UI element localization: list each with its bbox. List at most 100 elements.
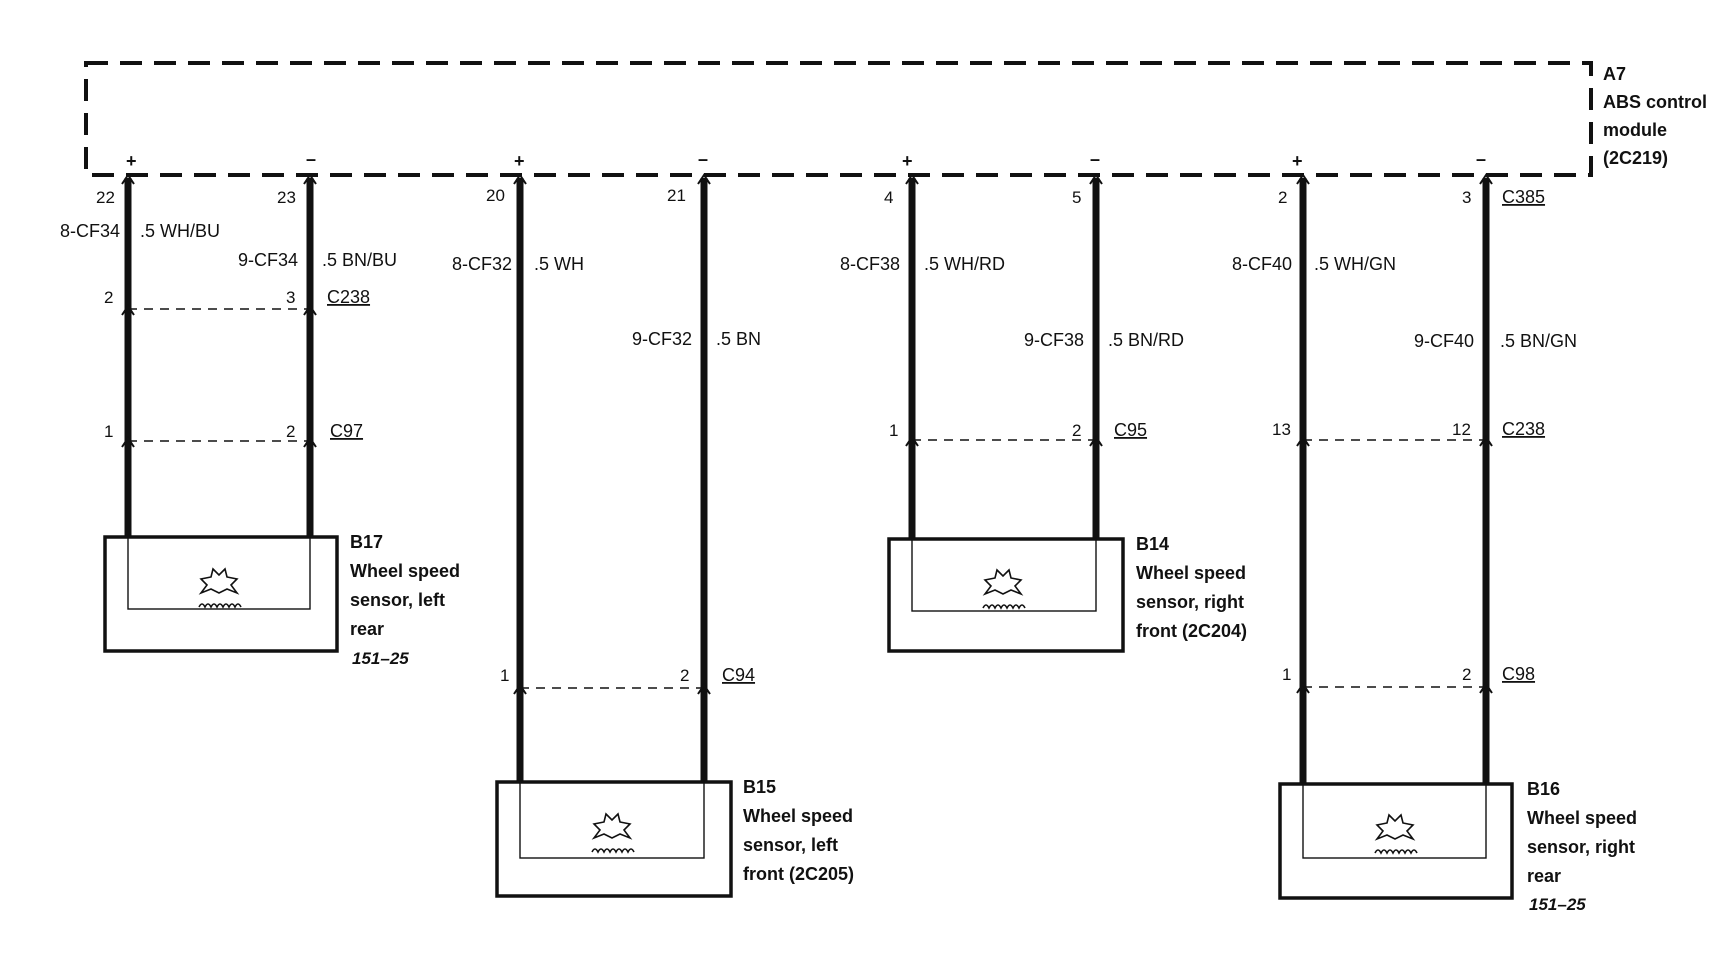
sensor-b15-inner [519, 781, 705, 859]
wire-color-wh: .5 WH [534, 254, 584, 274]
pin-marker-7 [1479, 173, 1493, 185]
sensor-b16-line1: Wheel speed [1527, 808, 1637, 828]
polarity-minus-2: – [698, 149, 708, 169]
connector-c385: C385 [1502, 187, 1545, 207]
wire-color-bn-bu: .5 BN/BU [322, 250, 397, 270]
c238-pin-12: 12 [1452, 420, 1471, 439]
wire-color-bn-gn: .5 BN/GN [1500, 331, 1577, 351]
circuit-label-9-cf40: 9-CF40 [1414, 331, 1474, 351]
sensor-b17-line3: rear [350, 619, 384, 639]
sensor-b14-id: B14 [1136, 534, 1169, 554]
abs-module-outline [84, 61, 1593, 177]
wire-color-wh-gn: .5 WH/GN [1314, 254, 1396, 274]
circuit-b16: 2 3 C385 8-CF40 .5 WH/GN 9-CF40 .5 BN/GN… [1232, 178, 1637, 914]
pin-marker-4 [905, 173, 919, 185]
pin-marker-2 [513, 173, 527, 185]
pin-marker-6 [1296, 173, 1310, 185]
polarity-minus-3: – [1090, 149, 1100, 169]
module-id: A7 [1603, 64, 1626, 84]
circuit-b17: 22 23 8-CF34 .5 WH/BU 9-CF34 .5 BN/BU 2 … [60, 178, 460, 668]
sensor-b14-line2: sensor, right [1136, 592, 1244, 612]
sensor-b17-line1: Wheel speed [350, 561, 460, 581]
pin-marker-14 [905, 435, 919, 447]
wire-color-bn: .5 BN [716, 329, 761, 349]
pin-23: 23 [277, 188, 296, 207]
wire-color-bn-rd: .5 BN/RD [1108, 330, 1184, 350]
pin-5: 5 [1072, 188, 1081, 207]
circuit-b14: 4 5 8-CF38 .5 WH/RD 9-CF38 .5 BN/RD 1 2 … [840, 178, 1247, 653]
pin-marker-8 [121, 304, 135, 316]
sensor-b16-ref: 151–25 [1529, 895, 1586, 914]
sensor-b16-box[interactable] [1278, 782, 1514, 900]
sensor-b14-line3: front (2C204) [1136, 621, 1247, 641]
pin-marker-3 [697, 173, 711, 185]
sensor-b15-line2: sensor, left [743, 835, 838, 855]
wheel-speed-sensor-icon [198, 567, 242, 609]
c98-pin-1: 1 [1282, 665, 1291, 684]
sensor-b14-line1: Wheel speed [1136, 563, 1246, 583]
connector-c94: C94 [722, 665, 755, 685]
polarity-minus-1: – [306, 149, 316, 169]
connector-c238-left: C238 [327, 287, 370, 307]
sensor-b16-id: B16 [1527, 779, 1560, 799]
pin-marker-10 [121, 436, 135, 448]
connector-c238-right: C238 [1502, 419, 1545, 439]
connector-c95: C95 [1114, 420, 1147, 440]
sensor-b15-line3: front (2C205) [743, 864, 854, 884]
wheel-speed-sensor-icon [982, 568, 1026, 610]
sensor-b14-box[interactable] [887, 537, 1125, 653]
c238-pin-2: 2 [104, 288, 113, 307]
sensor-b15-line1: Wheel speed [743, 806, 853, 826]
sensor-b15-box[interactable] [495, 780, 733, 898]
pin-marker-15 [1089, 435, 1103, 447]
wheel-speed-sensor-icon [1374, 813, 1418, 855]
c238-pin-13: 13 [1272, 420, 1291, 439]
connector-pin-markers [121, 173, 1493, 695]
polarity-plus-1: + [126, 151, 137, 171]
circuit-label-8-cf32: 8-CF32 [452, 254, 512, 274]
sensor-b16-line3: rear [1527, 866, 1561, 886]
connector-c97: C97 [330, 421, 363, 441]
circuit-label-9-cf32: 9-CF32 [632, 329, 692, 349]
polarity-minus-4: – [1476, 149, 1486, 169]
c238-pin-3: 3 [286, 288, 295, 307]
c94-pin-2: 2 [680, 666, 689, 685]
pin-21: 21 [667, 186, 686, 205]
sensor-b17-id: B17 [350, 532, 383, 552]
c94-pin-1: 1 [500, 666, 509, 685]
pin-marker-16 [1296, 435, 1310, 447]
wire-color-wh-rd: .5 WH/RD [924, 254, 1005, 274]
wire-color-wh-bu: .5 WH/BU [140, 221, 220, 241]
pin-marker-17 [1479, 435, 1493, 447]
sensor-b17-box[interactable] [103, 535, 339, 653]
wheel-speed-sensor-icon [591, 812, 635, 854]
c95-pin-2: 2 [1072, 421, 1081, 440]
module-name-line1: ABS control [1603, 92, 1707, 112]
c95-pin-1: 1 [889, 421, 898, 440]
pin-marker-1 [303, 173, 317, 185]
pin-marker-18 [1296, 682, 1310, 694]
circuit-label-8-cf38: 8-CF38 [840, 254, 900, 274]
pin-marker-13 [697, 683, 711, 695]
circuit-label-9-cf38: 9-CF38 [1024, 330, 1084, 350]
pin-marker-9 [303, 304, 317, 316]
sensor-b16-inner [1302, 783, 1487, 859]
sensor-b17-line2: sensor, left [350, 590, 445, 610]
pin-marker-19 [1479, 682, 1493, 694]
circuit-b15: 20 21 8-CF32 .5 WH 9-CF32 .5 BN 1 2 C94 … [452, 178, 854, 898]
pin-4: 4 [884, 188, 893, 207]
pin-20: 20 [486, 186, 505, 205]
pin-marker-5 [1089, 173, 1103, 185]
sensor-b14-inner [911, 538, 1097, 612]
module-name-line2: module [1603, 120, 1667, 140]
c97-pin-2: 2 [286, 422, 295, 441]
c97-pin-1: 1 [104, 422, 113, 441]
connector-c98: C98 [1502, 664, 1535, 684]
circuit-label-8-cf40: 8-CF40 [1232, 254, 1292, 274]
module-location: (2C219) [1603, 148, 1668, 168]
polarity-plus-4: + [1292, 151, 1303, 171]
sensor-b17-inner [127, 536, 311, 610]
pin-marker-12 [513, 683, 527, 695]
circuit-label-8-cf34: 8-CF34 [60, 221, 120, 241]
